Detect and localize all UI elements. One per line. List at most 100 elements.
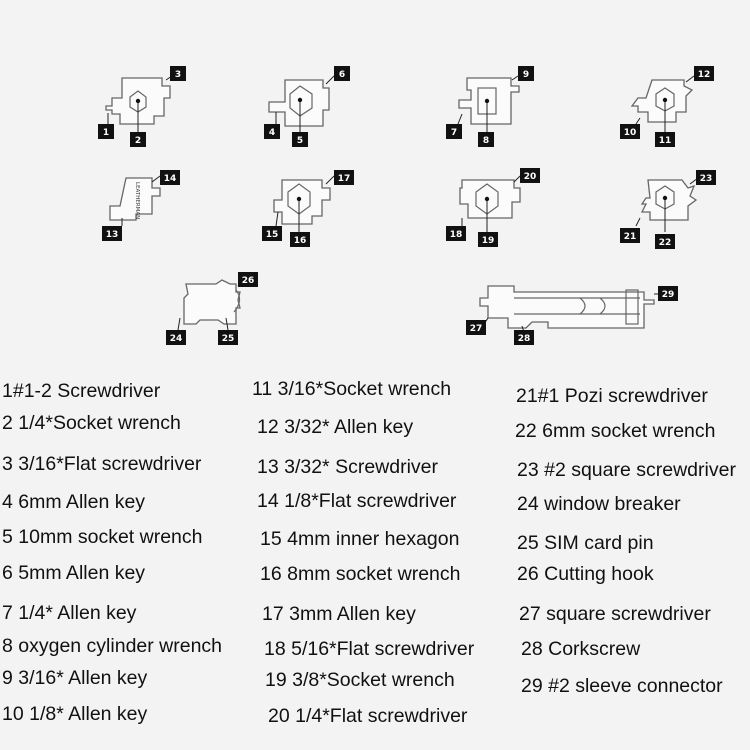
legend-item-11: 11 3/16*Socket wrench [252,378,452,400]
legend-item-12: 12 3/32* Allen key [257,416,414,438]
tool-group-24-26 [177,279,243,331]
legend-item-20: 20 1/4*Flat screwdriver [268,705,468,727]
callout-5: 5 [292,132,308,147]
legend-item-2: 2 1/4*Socket wrench [2,412,181,434]
callout-28: 28 [514,330,534,345]
svg-text:25: 25 [222,334,235,344]
legend-item-16: 16 8mm socket wrench [260,563,461,585]
legend-item-17: 17 3mm Allen key [262,603,416,625]
legend-item-7: 7 1/4* Allen key [2,602,137,624]
tool-outline [183,279,241,325]
svg-text:22: 22 [659,238,672,248]
callout-3: 3 [170,66,186,81]
svg-text:24: 24 [170,334,183,344]
legend-item-10: 10 1/8* Allen key [2,703,148,725]
legend-item-9: 9 3/16* Allen key [2,667,148,689]
svg-text:1: 1 [103,128,109,138]
callout-29: 29 [658,286,678,301]
svg-text:23: 23 [700,174,713,184]
svg-text:4: 4 [269,128,275,138]
tool-group-10-12 [630,75,695,132]
tool-outline [630,79,694,123]
callout-15: 15 [262,226,282,241]
svg-text:16: 16 [294,236,307,246]
legend-item-24: 24 window breaker [517,493,681,515]
legend-item-14: 14 1/8*Flat screwdriver [257,490,457,512]
legend-item-3: 3 3/16*Flat screwdriver [2,453,202,475]
svg-text:6: 6 [339,70,345,80]
legend-item-29: 29 #2 sleeve connector [521,675,723,697]
svg-text:21: 21 [624,232,637,242]
callout-2: 2 [130,132,146,147]
callout-27: 27 [466,320,486,335]
tool-outline [273,179,331,225]
tool-group-18-20 [459,175,521,232]
tool-outline [459,179,521,219]
callout-22: 22 [655,234,675,249]
callout-21: 21 [620,228,640,243]
callout-14: 14 [160,170,180,185]
callout-13: 13 [102,226,122,241]
svg-text:10: 10 [624,128,637,138]
legend-item-26: 26 Cutting hook [517,563,654,585]
svg-text:13: 13 [106,230,119,240]
callout-4: 4 [264,124,280,139]
svg-text:12: 12 [698,70,711,80]
svg-text:27: 27 [470,324,483,334]
svg-text:8: 8 [483,136,489,146]
legend-item-4: 4 6mm Allen key [2,491,146,513]
tool-group-7-9 [457,75,520,132]
legend-item-8: 8 oxygen cylinder wrench [2,635,223,657]
svg-text:18: 18 [450,230,463,240]
tool-group-27-29 [479,285,658,333]
tool-group-15-17 [273,175,335,232]
callout-19: 19 [478,232,498,247]
legend-item-18: 18 5/16*Flat screwdriver [264,638,475,660]
legend-item-1: 1#1-2 Screwdriver [2,380,161,402]
svg-text:5: 5 [297,136,303,146]
callout-17: 17 [334,170,354,185]
legend-item-22: 22 6mm socket wrench [515,420,716,442]
tool-group-13-14: LEATHERMAN [109,175,161,226]
legend-item-15: 15 4mm inner hexagon [260,528,460,550]
tool-diagram: LEATHERMAN [98,66,716,345]
tool-group-21-23 [635,177,699,232]
engraving: LEATHERMAN [134,182,140,219]
svg-text:20: 20 [524,172,537,182]
svg-text:26: 26 [242,276,255,286]
callout-25: 25 [218,330,238,345]
tool-outline [479,285,655,329]
svg-text:28: 28 [518,334,531,344]
callout-11: 11 [655,132,675,147]
legend-item-25: 25 SIM card pin [517,532,654,554]
svg-text:15: 15 [266,230,279,240]
svg-text:9: 9 [523,70,529,80]
legend-item-28: 28 Corkscrew [521,638,641,660]
callout-1: 1 [98,124,114,139]
svg-text:29: 29 [662,290,675,300]
callout-20: 20 [520,168,540,183]
tool-outline [640,179,698,221]
svg-text:19: 19 [482,236,495,246]
tool-outline [268,79,330,127]
legend-item-6: 6 5mm Allen key [2,562,146,584]
svg-text:7: 7 [451,128,457,138]
tool-group-4-6 [268,75,335,132]
legend-item-23: 23 #2 square screwdriver [517,459,736,481]
callout-8: 8 [478,132,494,147]
callout-16: 16 [290,232,310,247]
svg-text:3: 3 [175,70,181,80]
callout-26: 26 [238,272,258,287]
svg-text:17: 17 [338,174,351,184]
svg-text:2: 2 [135,136,141,146]
legend-item-5: 5 10mm socket wrench [2,526,203,548]
callout-7: 7 [446,124,462,139]
callout-18: 18 [446,226,466,241]
legend-item-13: 13 3/32* Screwdriver [257,456,439,478]
svg-text:14: 14 [164,174,177,184]
tool-group-1-3 [105,75,173,132]
callout-12: 12 [694,66,714,81]
callout-9: 9 [518,66,534,81]
svg-text:11: 11 [659,136,672,146]
legend-item-21: 21#1 Pozi screwdriver [516,385,708,407]
